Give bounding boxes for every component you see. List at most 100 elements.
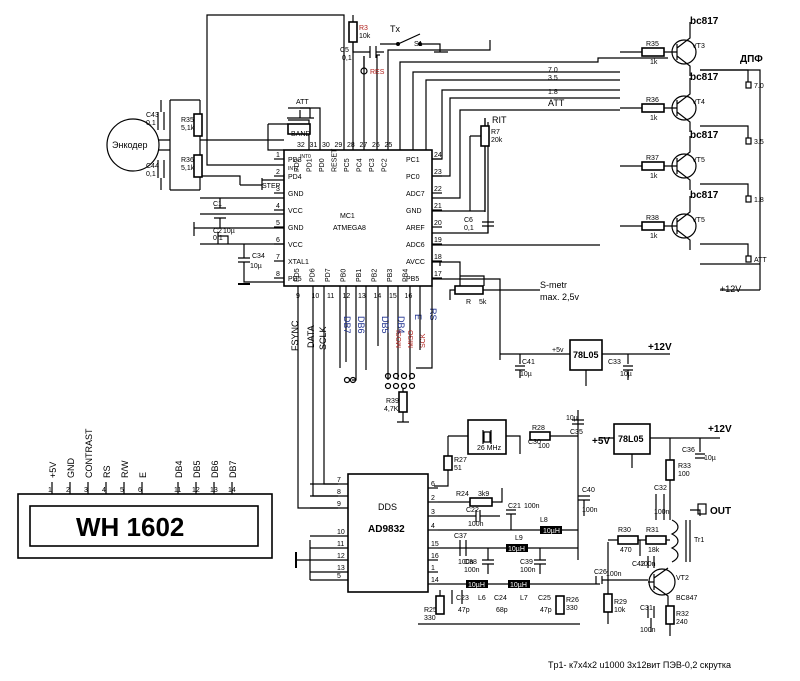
dds-pin-num: 4 — [431, 523, 435, 530]
mcu-pin-label: PD5 — [294, 268, 301, 282]
smetr-pot — [454, 285, 484, 295]
dds-pin-num: 7 — [337, 477, 341, 484]
sig-fsync: FSYNC — [290, 320, 300, 351]
band-button — [287, 123, 311, 135]
c44-ref: C44 — [146, 163, 159, 170]
dds-pin-num: 14 — [431, 577, 439, 584]
lcd-pin-num: 11 — [174, 487, 181, 494]
bus-3-5: 3.5 — [548, 75, 558, 82]
mcu-pin-num: 10 — [312, 293, 320, 300]
r26-val: 330 — [566, 605, 578, 612]
dds-pin-num: 2 — [431, 495, 435, 502]
c41-val: 10µ — [520, 371, 532, 378]
sig-sclk: SCLK — [318, 326, 328, 350]
r36a — [193, 154, 203, 178]
c21-ref: C21 — [508, 503, 521, 510]
c37-ref: C37 — [454, 533, 467, 540]
c40-ref: C40 — [582, 487, 595, 494]
isp-mosi: MOSI — [396, 330, 403, 348]
mcu-part: ATMEGA8 — [333, 225, 366, 232]
c39-ref: C39 — [520, 559, 533, 566]
r33 — [665, 459, 675, 481]
transistor-r-ref: R38 — [646, 215, 659, 222]
lcd-pin-num: 5 — [120, 487, 124, 494]
lcd-title: WH 1602 — [76, 512, 184, 542]
tr1-ref: Tr1 — [694, 537, 704, 544]
mcu-pin-num: 4 — [276, 203, 280, 210]
smetr-label: S-metr — [540, 280, 567, 290]
r39 — [398, 391, 408, 413]
mcu-pin-num: 32 — [297, 142, 305, 149]
lcd-connector — [343, 372, 416, 390]
crystal-label: 26 MHz — [477, 445, 502, 452]
lcd-pin-label: DB4 — [174, 460, 184, 478]
mcu-pin-label: PD3 — [288, 157, 302, 164]
dds-pin-num: 5 — [337, 573, 341, 580]
dds-pin-num: 8 — [337, 489, 341, 496]
mcu-pin-num: 17 — [434, 271, 442, 278]
r29-ref: R29 — [614, 599, 627, 606]
crystal-box — [467, 419, 507, 455]
r25 — [435, 595, 445, 615]
out-label: OUT — [710, 506, 731, 517]
transistor-r-val: 1k — [650, 59, 658, 66]
mcu-pin-num: 6 — [276, 237, 280, 244]
l7-val: 10µH — [510, 582, 527, 589]
smetr-r-ref: R — [466, 299, 471, 306]
mcu-pin-num: 20 — [434, 220, 442, 227]
lcd-pin-num: 4 — [102, 487, 106, 494]
c44-val: 0,1 — [146, 171, 156, 178]
mcu-pin-num: 31 — [310, 142, 318, 149]
lcd-pin-num: 14 — [228, 487, 236, 494]
mcu-pin-label: AREF — [406, 225, 425, 232]
lcd-db5: DB5 — [380, 316, 390, 334]
r32-val: 240 — [676, 619, 688, 626]
encoder — [106, 118, 160, 172]
c34-ref: C34 — [252, 253, 265, 260]
mcu-pin-label: PD2 — [294, 158, 301, 172]
vt2-ref: VT2 — [676, 575, 689, 582]
c25-ref: C25 — [538, 595, 551, 602]
c24-val: 68p — [496, 607, 508, 614]
lcd-pin-label: E — [138, 472, 148, 478]
mcu-pin-num: 18 — [434, 254, 442, 261]
transistor-out-label: ATT — [754, 257, 767, 264]
r24-ref: R24 — [456, 491, 469, 498]
mcu-pin-label: ADC6 — [406, 242, 425, 249]
dpf-label: ДПФ — [740, 54, 763, 65]
r33-val: 100 — [678, 471, 690, 478]
lcd-pin-label: DB7 — [228, 460, 238, 478]
mcu-pin-sub: INT0 — [300, 154, 311, 160]
c31-ref: C31 — [640, 605, 653, 612]
r39-ref: R39 — [386, 398, 399, 405]
plus5-label: +5v — [552, 347, 564, 354]
c30-ref: C30 — [528, 439, 541, 446]
r28-val: 100 — [538, 443, 550, 450]
footnote: Tp1- к7х4х2 u1000 3x12вит ПЭВ-0,2 скрутк… — [548, 660, 731, 670]
dds-pin-num: 10 — [337, 529, 345, 536]
transistor-part: bc817 — [690, 130, 719, 141]
c38-val: 100n — [464, 567, 480, 574]
r25-val: 330 — [424, 615, 436, 622]
mcu-pin-label: PC3 — [369, 158, 376, 172]
c42-ref: C42 — [632, 561, 645, 568]
transistor-base-resistor — [641, 221, 665, 231]
mcu-name: MC1 — [340, 213, 355, 220]
lcd-pin-num: 13 — [210, 487, 218, 494]
r3 — [348, 21, 358, 43]
dds-pin-num: 11 — [337, 541, 344, 548]
transistor-out-label: 1.8 — [754, 197, 764, 204]
transistor-ref: VT4 — [692, 99, 705, 106]
lcd-pin-label: DB5 — [192, 460, 202, 478]
transistor-r-ref: R35 — [646, 41, 659, 48]
r27-ref: R27 — [454, 457, 467, 464]
transistor-ref: VT3 — [692, 43, 705, 50]
transistor-r-ref: R37 — [646, 155, 659, 162]
mcu-pin-num: 28 — [347, 142, 355, 149]
c34-val: 10µ — [250, 263, 262, 270]
c37-val: 100n — [458, 559, 474, 566]
vt2-part: BC847 — [676, 595, 698, 602]
r24-val: 3k9 — [478, 491, 489, 498]
dds-pin-num: 9 — [337, 501, 341, 508]
r39-val: 4,7K — [384, 406, 399, 413]
